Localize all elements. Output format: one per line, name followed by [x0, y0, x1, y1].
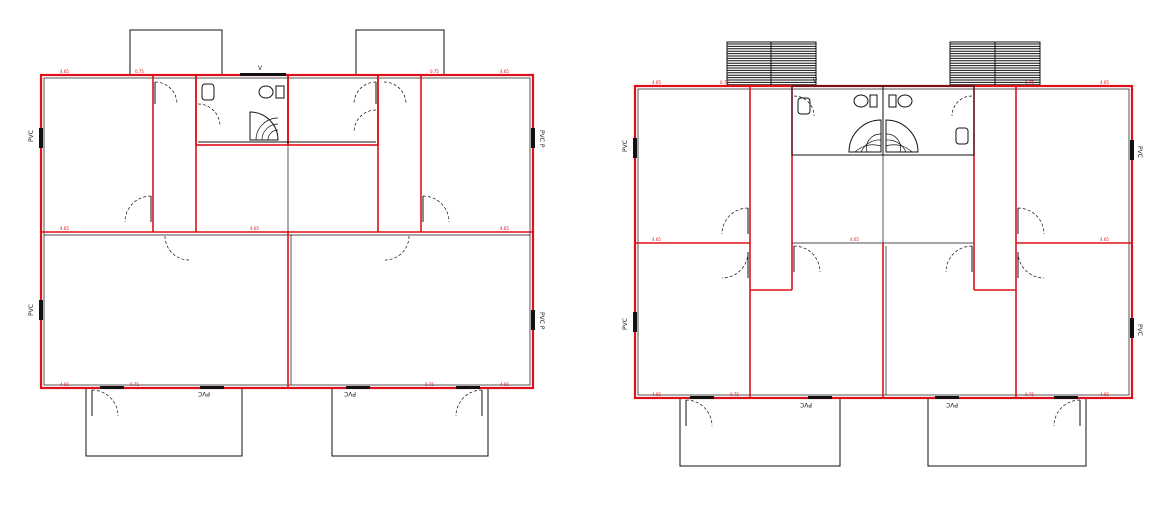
- bottom-porch-left: [679, 397, 841, 467]
- window-label: PVC: [946, 401, 958, 408]
- svg-text:4.65: 4.65: [850, 237, 859, 242]
- bathroom-left: [195, 74, 289, 146]
- plan-left: PVC PVC P PVC PVC P V PVC PVC 4.65: [28, 29, 545, 457]
- svg-text:4.65: 4.65: [652, 237, 661, 242]
- window-label: PVC: [28, 304, 35, 316]
- bottom-porch-right: [331, 387, 489, 457]
- window-label: PVC: [28, 130, 35, 142]
- door-swing-icon: [721, 207, 749, 235]
- vent-label: V: [258, 65, 263, 72]
- svg-text:4.65: 4.65: [1100, 392, 1109, 397]
- svg-text:4.65: 4.65: [652, 392, 661, 397]
- window-label: PVC: [800, 401, 812, 408]
- svg-text:0.75: 0.75: [730, 392, 739, 397]
- window-label: PVC P: [538, 130, 545, 148]
- svg-text:0.75: 0.75: [130, 382, 139, 387]
- svg-text:0.75: 0.75: [425, 382, 434, 387]
- corner-shower-icon: [885, 119, 919, 153]
- svg-text:4.65: 4.65: [500, 226, 509, 231]
- window-label: PVC: [622, 140, 629, 152]
- sink-icon: [955, 127, 969, 145]
- sink-icon: [201, 83, 215, 101]
- svg-text:4.65: 4.65: [60, 382, 69, 387]
- bathroom-right: [882, 85, 975, 156]
- svg-text:0.75: 0.75: [720, 80, 729, 85]
- window-label: PVC P: [538, 312, 545, 330]
- window-icon: [39, 128, 43, 148]
- svg-text:4.65: 4.65: [652, 80, 661, 85]
- svg-text:4.65: 4.65: [500, 69, 509, 74]
- svg-text:0.75: 0.75: [135, 69, 144, 74]
- svg-text:4.65: 4.65: [60, 69, 69, 74]
- svg-text:4.65: 4.65: [250, 226, 259, 231]
- svg-text:4.65: 4.65: [500, 382, 509, 387]
- svg-text:4.65: 4.65: [1100, 80, 1109, 85]
- svg-text:4.65: 4.65: [1100, 237, 1109, 242]
- bottom-porch-left: [85, 387, 243, 457]
- toilet-icon: [853, 94, 869, 108]
- svg-text:4.65: 4.65: [60, 226, 69, 231]
- window-icon: [633, 138, 637, 158]
- toilet-icon: [897, 94, 913, 108]
- svg-text:0.75: 0.75: [1025, 80, 1034, 85]
- sink-icon: [797, 97, 811, 115]
- bathroom-right: [287, 74, 379, 146]
- plan-right: PVC PVC PVC PVC V PVC PVC: [622, 41, 1143, 467]
- svg-text:0.75: 0.75: [1025, 392, 1034, 397]
- corner-shower-icon: [848, 119, 882, 153]
- toilet-icon: [258, 85, 274, 99]
- window-label: PVC: [1136, 146, 1143, 158]
- svg-text:0.75: 0.75: [430, 69, 439, 74]
- door-swing-icon: [154, 81, 178, 105]
- window-label: PVC: [344, 390, 356, 397]
- window-label: PVC: [622, 318, 629, 330]
- corner-shower-icon: [249, 111, 279, 141]
- window-label: PVC: [1136, 324, 1143, 336]
- window-label: PVC: [198, 390, 210, 397]
- vent-label: V: [813, 78, 818, 85]
